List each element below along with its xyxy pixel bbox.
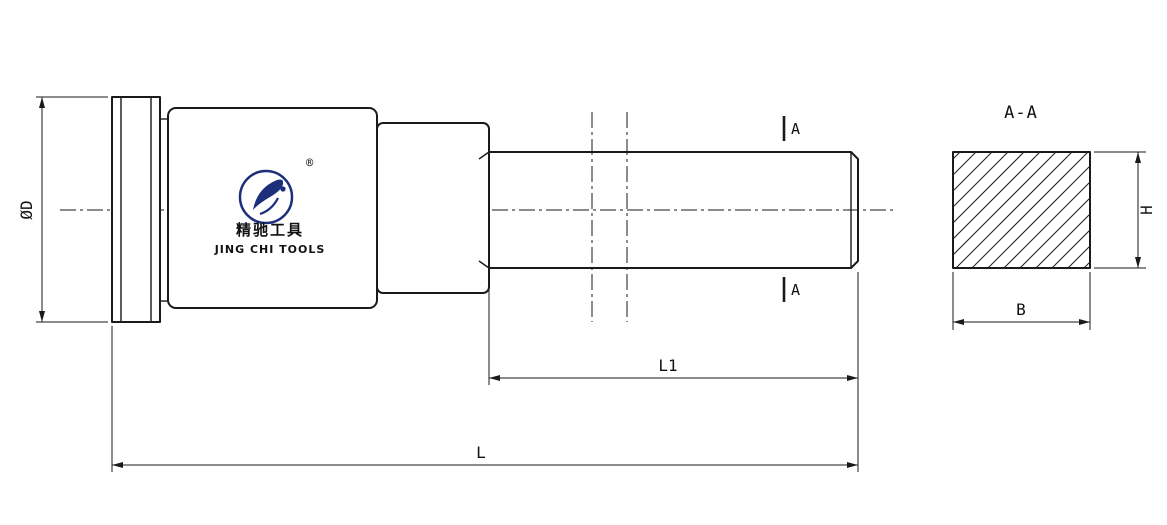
dimension-overall-length: L xyxy=(111,326,858,472)
brand-name-english: JING CHI TOOLS xyxy=(214,243,326,256)
dimension-section-height: H xyxy=(1094,151,1156,269)
shank-taper-bottom xyxy=(478,260,490,269)
logo-swoosh-icon xyxy=(253,179,284,210)
section-height-label: H xyxy=(1137,205,1156,215)
section-cut-markers: A A xyxy=(782,116,800,302)
section-view: A-A H xyxy=(952,103,1156,330)
shank-taper-top xyxy=(478,151,490,160)
flange xyxy=(111,96,161,323)
section-cut-label-bottom: A xyxy=(791,281,800,299)
dimension-shank-length: L1 xyxy=(488,272,859,472)
main-view: A A ® 精驰工具 JING CHI TOOLS ØD xyxy=(17,96,893,472)
main-body xyxy=(167,107,378,309)
section-view-title: A-A xyxy=(1004,103,1038,123)
brand-name-chinese: 精驰工具 xyxy=(236,221,304,239)
shank-length-label: L1 xyxy=(658,356,677,375)
relief-groove xyxy=(160,118,168,302)
collar xyxy=(376,122,490,294)
hatch-pattern xyxy=(952,151,1091,269)
overall-length-label: L xyxy=(476,443,486,462)
registered-trademark: ® xyxy=(306,156,314,170)
section-cut-label-top: A xyxy=(791,120,800,138)
dimension-section-width: B xyxy=(952,272,1091,330)
dimension-diameter: ØD xyxy=(17,96,108,323)
logo-dot-icon xyxy=(280,186,286,192)
logo-stroke-icon xyxy=(259,197,279,216)
break-lines xyxy=(591,112,628,322)
section-width-label: B xyxy=(1016,300,1026,319)
logo-circle-icon xyxy=(238,169,294,225)
brand-logo: ® 精驰工具 JING CHI TOOLS xyxy=(214,156,326,256)
diameter-label: ØD xyxy=(17,200,36,219)
shank xyxy=(478,151,859,269)
